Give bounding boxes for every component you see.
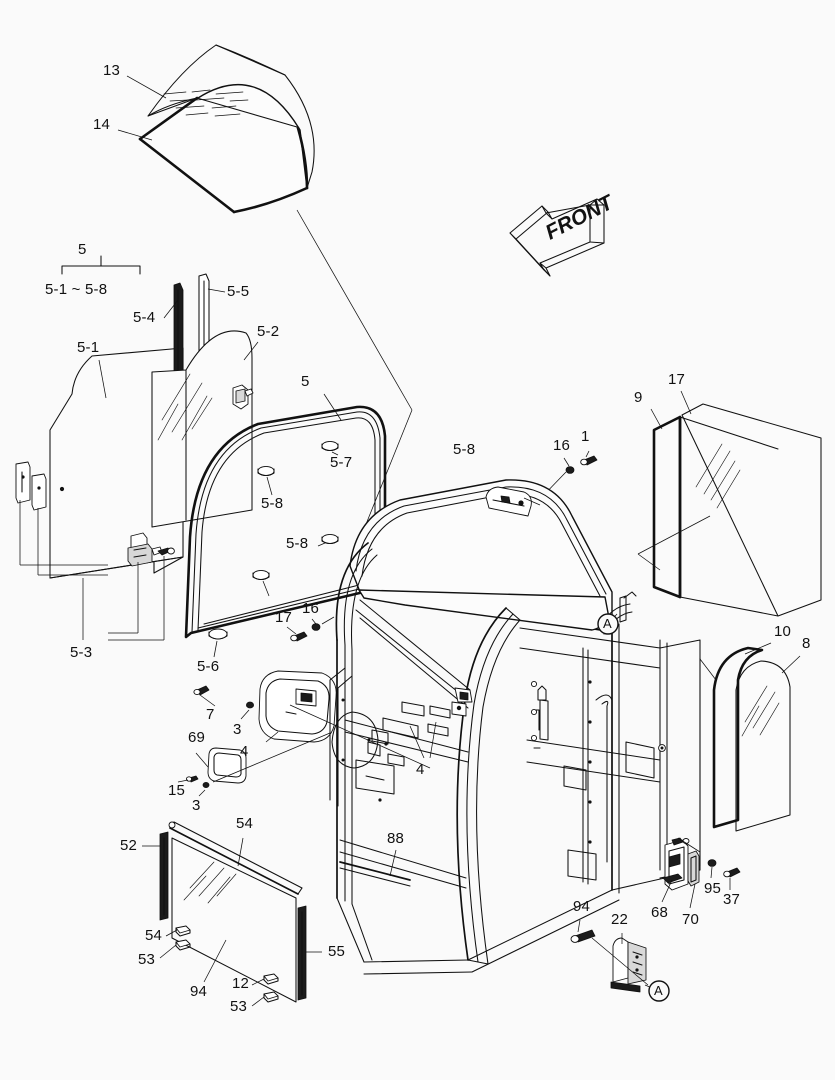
callout-55: 54 xyxy=(236,815,254,832)
callout-9: 17 xyxy=(668,371,686,388)
cab-frame xyxy=(329,479,701,975)
callout-5-7: 5-6 xyxy=(197,658,220,675)
callout-54-left: 52 xyxy=(120,837,138,854)
callout-3-lower: 15 xyxy=(168,782,186,799)
callout-7: 8 xyxy=(802,635,811,652)
callout-69: 4 xyxy=(240,743,249,760)
section-marker-a-upper: A xyxy=(603,616,612,631)
callout-12: 94 xyxy=(190,983,208,1000)
strut-parts-group xyxy=(661,837,741,909)
callout-3-upper: 7 xyxy=(206,706,215,723)
group-bracket-shape xyxy=(61,255,141,275)
pillar-fasteners xyxy=(286,616,335,642)
callout-4-lower: 3 xyxy=(192,797,201,814)
callout-5-4: 5-3 xyxy=(70,644,93,661)
roof-glass-group xyxy=(117,44,413,550)
callout-16-roof: 1 xyxy=(581,428,590,445)
door-frame-weatherstrip-shape xyxy=(184,393,387,658)
callout-5-6: 5-5 xyxy=(227,283,250,300)
callout-5-8-a: 5-7 xyxy=(330,454,353,471)
callout-5-1: 5 xyxy=(301,373,310,390)
callout-5-5: 5-4 xyxy=(133,309,156,326)
section-marker-shapes xyxy=(597,613,670,1002)
door-hinge-set-shape xyxy=(15,461,175,641)
lower-window-group xyxy=(142,821,322,1007)
callout-36: 37 xyxy=(723,891,741,908)
mirror-group xyxy=(177,670,431,797)
callout-5-8-b: 5-8 xyxy=(261,495,284,512)
group-bracket-range: 5-1 ~ 5-8 xyxy=(45,281,108,298)
callout-70: 68 xyxy=(651,904,669,921)
callout-17-roof: 16 xyxy=(553,437,571,454)
callout-53-upper: 54 xyxy=(145,927,163,944)
callout-5-2: 5-1 xyxy=(77,339,100,356)
callout-5-8-c: 5-8 xyxy=(286,535,309,552)
callout-52: 88 xyxy=(387,830,405,847)
callout-5-3: 5-2 xyxy=(257,323,280,340)
callout-14: 14 xyxy=(93,116,111,133)
callout-54-right: 55 xyxy=(328,943,346,960)
callout-88: 4 xyxy=(416,761,425,778)
callout-15: 69 xyxy=(188,729,206,746)
callout-8: 10 xyxy=(774,623,792,640)
callout-94-lower: 53 xyxy=(230,998,248,1015)
callout-22: 94 xyxy=(573,898,591,915)
rear-glass-group xyxy=(637,390,822,617)
callout-10: 9 xyxy=(634,389,643,406)
side-glass-group xyxy=(699,642,801,832)
callout-4-upper: 3 xyxy=(233,721,242,738)
callout-68: 22 xyxy=(611,911,629,928)
group-bracket-parent: 5 xyxy=(78,241,87,258)
callout-17-pillar: 16 xyxy=(302,600,320,617)
door-glass-rear-shape xyxy=(151,330,259,528)
callout-16-pillar: 17 xyxy=(275,609,293,626)
callout-37: 95 xyxy=(704,880,722,897)
callout-94-upper: 53 xyxy=(138,951,156,968)
section-marker-a-lower: A xyxy=(654,983,663,998)
door-striker-group xyxy=(570,919,653,993)
callout-1: 5-8 xyxy=(453,441,476,458)
callout-53-lower: 12 xyxy=(232,975,250,992)
callout-13: 13 xyxy=(103,62,121,79)
callout-95: 70 xyxy=(682,911,700,928)
